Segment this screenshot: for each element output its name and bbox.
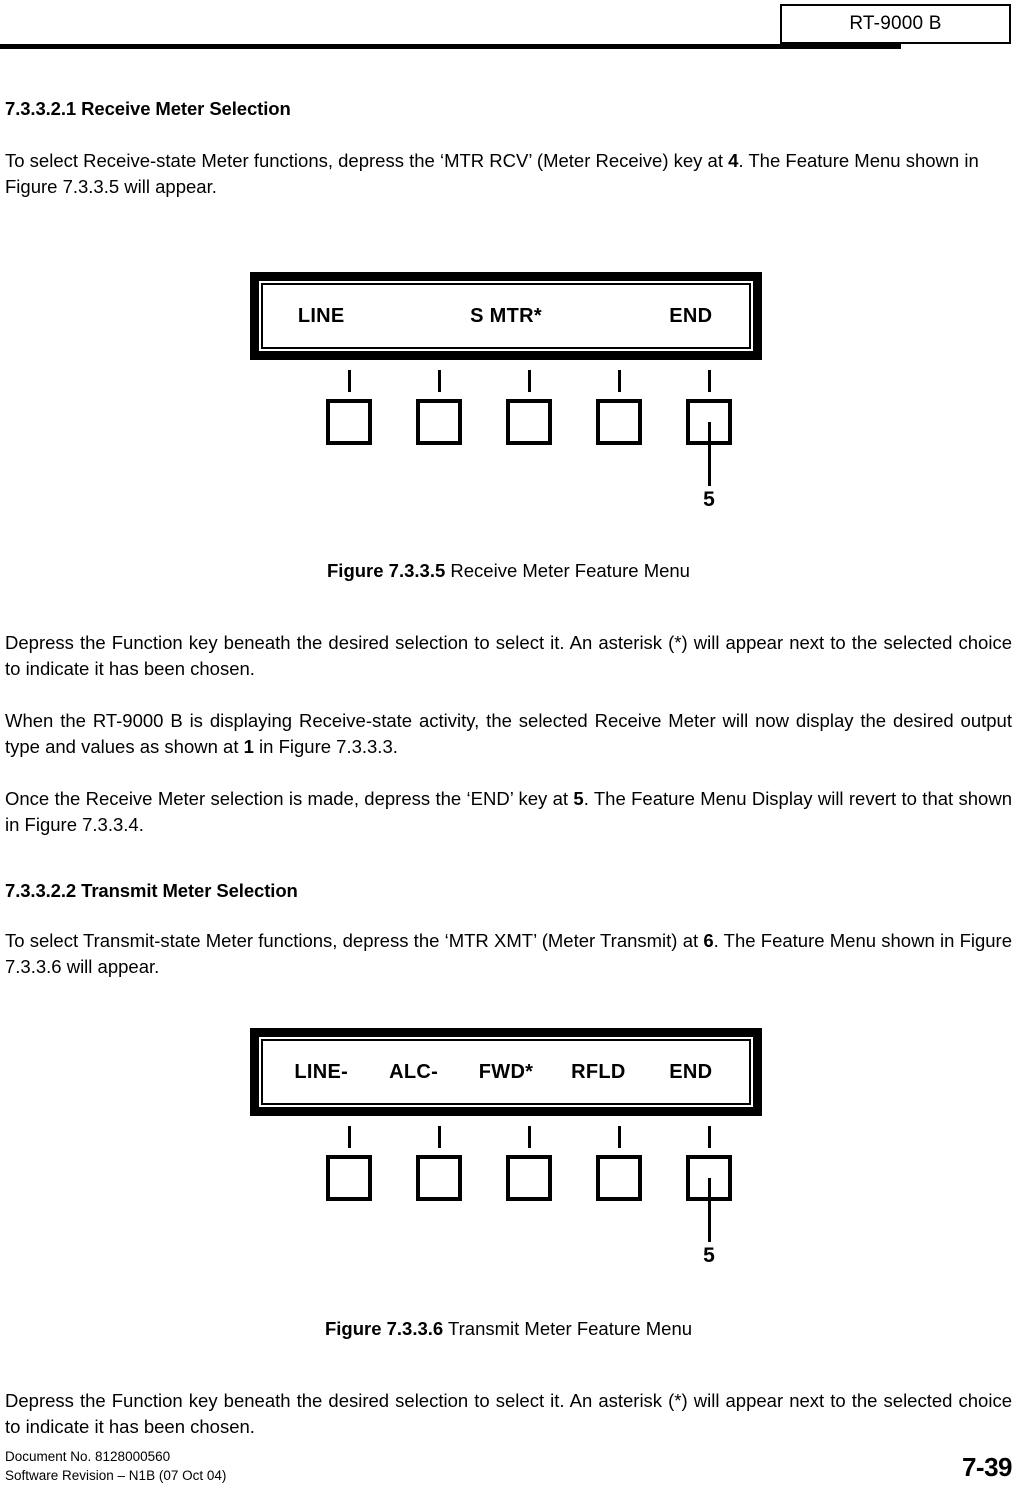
- key-tick-icon-3: [527, 370, 531, 392]
- paragraph-receive-intro-part2: . The Feature Menu shown in Figure 7.3.3…: [5, 150, 979, 197]
- function-key-row-transmit: 5: [318, 1126, 740, 1267]
- key-tick-icon-5-transmit: [707, 1126, 711, 1148]
- figure-caption-text-2: Transmit Meter Feature Menu: [448, 1318, 693, 1339]
- footer-document-number: Document No. 8128000560: [5, 1449, 171, 1464]
- key-tick-icon-1: [347, 370, 351, 392]
- section-1-intro-block: To select Receive-state Meter functions,…: [5, 148, 980, 200]
- function-key-row-receive: 5: [318, 370, 740, 511]
- display-panel-label-row-2: LINE- ALC- FWD* RFLD END: [275, 1041, 737, 1103]
- footer-document-info: Document No. 8128000560 Software Revisio…: [5, 1447, 226, 1485]
- key-tick-icon-4-transmit: [617, 1126, 621, 1148]
- section-2-heading-block: 7.3.3.2.2 Transmit Meter Selection: [5, 880, 1012, 902]
- paragraph-receive-display: When the RT-9000 B is displaying Receive…: [5, 708, 1012, 760]
- display-panel-inner-border-2: LINE- ALC- FWD* RFLD END: [261, 1039, 751, 1105]
- paragraph-block-end-key: Once the Receive Meter selection is made…: [5, 786, 1012, 838]
- paragraph-receive-display-part2: in Figure 7.3.3.3.: [259, 736, 398, 757]
- display-panel-transmit: LINE- ALC- FWD* RFLD END: [250, 1028, 762, 1116]
- paragraph-receive-intro-part1: To select Receive-state Meter functions,…: [5, 150, 723, 171]
- key-tick-icon-3-transmit: [527, 1126, 531, 1148]
- function-key-4[interactable]: [588, 370, 650, 445]
- figure-7-3-3-6: LINE- ALC- FWD* RFLD END: [5, 1028, 1012, 1298]
- function-key-2[interactable]: [408, 370, 470, 445]
- key-button-3-transmit[interactable]: [506, 1155, 552, 1201]
- paragraph-transmit-intro: To select Transmit-state Meter functions…: [5, 928, 1012, 980]
- paragraph-asterisk-note: Depress the Function key beneath the des…: [5, 632, 1012, 679]
- display-label-alc-dash: ALC-: [389, 1060, 439, 1083]
- key-tick-icon-4: [617, 370, 621, 392]
- function-key-4-transmit[interactable]: [588, 1126, 650, 1201]
- display-panel-inner-border: LINE S MTR* END: [261, 283, 751, 349]
- key-tick-icon-5: [707, 370, 711, 392]
- function-key-2-transmit[interactable]: [408, 1126, 470, 1201]
- paragraph-block-receive-display: When the RT-9000 B is displaying Receive…: [5, 708, 1012, 760]
- function-key-1-transmit[interactable]: [318, 1126, 380, 1201]
- figure-caption-text-1: Receive Meter Feature Menu: [450, 560, 690, 581]
- model-identifier-label: RT-9000 B: [849, 13, 942, 34]
- key-button-2-transmit[interactable]: [416, 1155, 462, 1201]
- function-key-5-end-transmit[interactable]: 5: [678, 1126, 740, 1267]
- figure-2-caption-block: Figure 7.3.3.6 Transmit Meter Feature Me…: [5, 1318, 1012, 1340]
- key-button-2[interactable]: [416, 399, 462, 445]
- display-label-end-2: END: [669, 1060, 713, 1083]
- function-key-1[interactable]: [318, 370, 380, 445]
- key-tick-icon-2: [437, 370, 441, 392]
- page-header: RT-9000 B: [0, 0, 1017, 56]
- key-button-1-transmit[interactable]: [326, 1155, 372, 1201]
- figure-caption-7-3-3-5: Figure 7.3.3.5 Receive Meter Feature Men…: [5, 560, 1012, 582]
- key-button-1[interactable]: [326, 399, 372, 445]
- callout-leader-line: [708, 422, 711, 486]
- figure-caption-7-3-3-6: Figure 7.3.3.6 Transmit Meter Feature Me…: [5, 1318, 1012, 1340]
- callout-number-5: 5: [703, 488, 715, 511]
- function-key-5-end[interactable]: 5: [678, 370, 740, 511]
- key-button-4[interactable]: [596, 399, 642, 445]
- model-identifier-box: RT-9000 B: [780, 4, 1011, 44]
- paragraph-transmit-intro-part1: To select Transmit-state Meter functions…: [5, 930, 699, 951]
- display-label-rfld: RFLD: [571, 1060, 626, 1083]
- paragraph-end-key-part1: Once the Receive Meter selection is made…: [5, 788, 569, 809]
- figure-caption-label-2: Figure 7.3.3.6: [324, 1318, 444, 1339]
- paragraph-end-key-part2: . The Feature Menu Display will revert t…: [5, 788, 1012, 835]
- key-button-4-transmit[interactable]: [596, 1155, 642, 1201]
- section-heading-transmit-meter: 7.3.3.2.2 Transmit Meter Selection: [5, 880, 298, 901]
- paragraph-receive-intro: To select Receive-state Meter functions,…: [5, 148, 980, 200]
- figure-caption-label-1: Figure 7.3.3.5: [327, 560, 446, 581]
- display-label-fwd: FWD*: [478, 1060, 534, 1083]
- paragraph-end-key: Once the Receive Meter selection is made…: [5, 786, 1012, 838]
- key-tick-icon-2-transmit: [437, 1126, 441, 1148]
- callout-leader-line-2: [708, 1178, 711, 1242]
- header-divider-rule: [0, 44, 901, 49]
- footer-page-number: 7-39: [961, 1452, 1013, 1482]
- function-key-3[interactable]: [498, 370, 560, 445]
- paragraph-block-asterisk-note: Depress the Function key beneath the des…: [5, 630, 1012, 682]
- display-label-end: END: [669, 304, 713, 327]
- paragraph-block-asterisk-note-2: Depress the Function key beneath the des…: [5, 1388, 1012, 1440]
- callout-number-5-transmit: 5: [703, 1244, 715, 1267]
- section-heading-receive-meter: 7.3.3.2.1 Receive Meter Selection: [5, 98, 291, 119]
- callout-reference-5: 5: [573, 788, 584, 809]
- display-label-line: LINE: [297, 304, 345, 327]
- figure-7-3-3-5: LINE S MTR* END: [5, 272, 1012, 542]
- key-button-3[interactable]: [506, 399, 552, 445]
- footer-software-revision: Software Revision – N1B (07 Oct 04): [5, 1468, 227, 1483]
- display-label-line-dash: LINE-: [294, 1060, 349, 1083]
- page-footer: Document No. 8128000560 Software Revisio…: [5, 1447, 1013, 1485]
- figure-1-caption-block: Figure 7.3.3.5 Receive Meter Feature Men…: [5, 560, 1012, 582]
- section-1-heading-block: 7.3.3.2.1 Receive Meter Selection: [5, 98, 1012, 120]
- paragraph-asterisk-note-2: Depress the Function key beneath the des…: [5, 1390, 1012, 1437]
- key-tick-icon-1-transmit: [347, 1126, 351, 1148]
- paragraph-transmit-intro-part2: . The Feature Menu shown in Figure 7.3.3…: [5, 930, 1013, 977]
- callout-reference-4: 4: [728, 150, 739, 171]
- section-2-intro-block: To select Transmit-state Meter functions…: [5, 928, 1012, 980]
- display-label-s-mtr: S MTR*: [470, 304, 542, 327]
- callout-reference-1: 1: [243, 736, 254, 757]
- callout-reference-6: 6: [703, 930, 714, 951]
- display-panel-receive: LINE S MTR* END: [250, 272, 762, 360]
- function-key-3-transmit[interactable]: [498, 1126, 560, 1201]
- paragraph-receive-display-part1: When the RT-9000 B is displaying Receive…: [5, 710, 1012, 757]
- display-panel-label-row: LINE S MTR* END: [275, 285, 737, 347]
